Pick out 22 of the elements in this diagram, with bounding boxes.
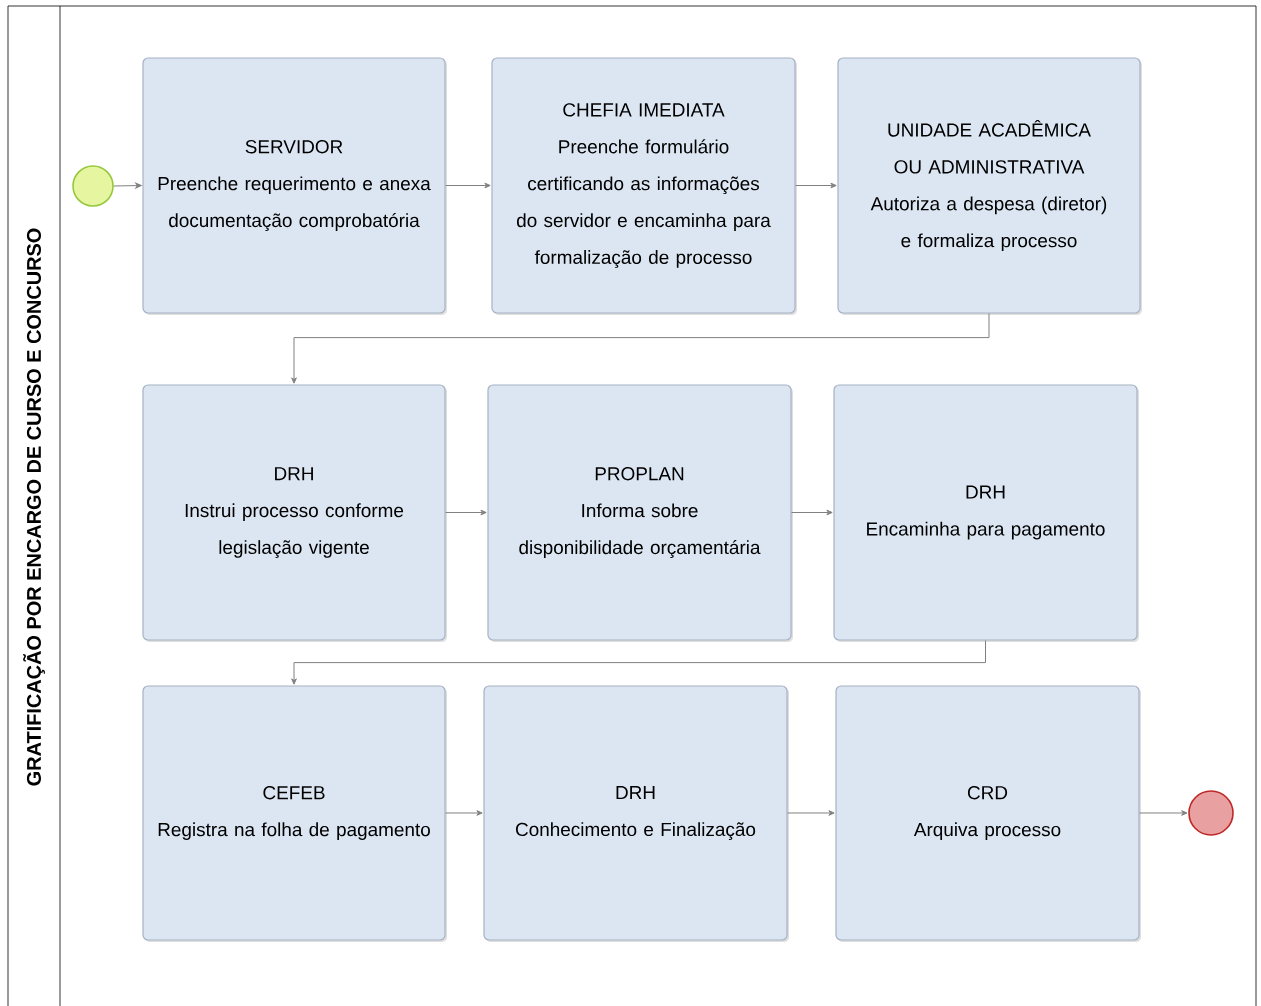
arrow (291, 640, 986, 685)
arrow (445, 509, 487, 516)
arrow (795, 182, 837, 189)
lane-title: GRATIFICAÇÃO POR ENCARGO DE CURSO E CONCURSO (23, 228, 45, 786)
arrow (791, 509, 833, 516)
process-box: PROPLAN Informa sobre disponibilidade orçamentária (487, 384, 793, 642)
start-event-circle (72, 165, 114, 207)
arrow (787, 810, 835, 816)
arrow (291, 313, 990, 384)
process-box: DRH Instrui processo conforme legislação vigente (142, 384, 447, 642)
process-box: DRH Conhecimento e Finalização (483, 685, 789, 942)
arrow (113, 182, 142, 189)
process-box: CRD Arquiva processo (835, 685, 1141, 942)
process-box: DRH Encaminha para pagamento (833, 384, 1139, 642)
arrow (445, 810, 483, 816)
arrow (1139, 810, 1188, 816)
process-box: CEFEB Registra na folha de pagamento (142, 685, 447, 942)
arrow (445, 182, 491, 189)
process-box: SERVIDOR Preenche requerimento e anexa documentação comprobatória (142, 57, 447, 315)
end-event-circle (1188, 790, 1234, 836)
process-box: UNIDADE ACADÊMICA OU ADMINISTRATIVA Autoriza a despesa (diretor) e formaliza processo (837, 57, 1142, 315)
process-box: CHEFIA IMEDIATA Preenche formulário certificando as informações do servidor e encaminha para formalização de processo (491, 57, 797, 315)
